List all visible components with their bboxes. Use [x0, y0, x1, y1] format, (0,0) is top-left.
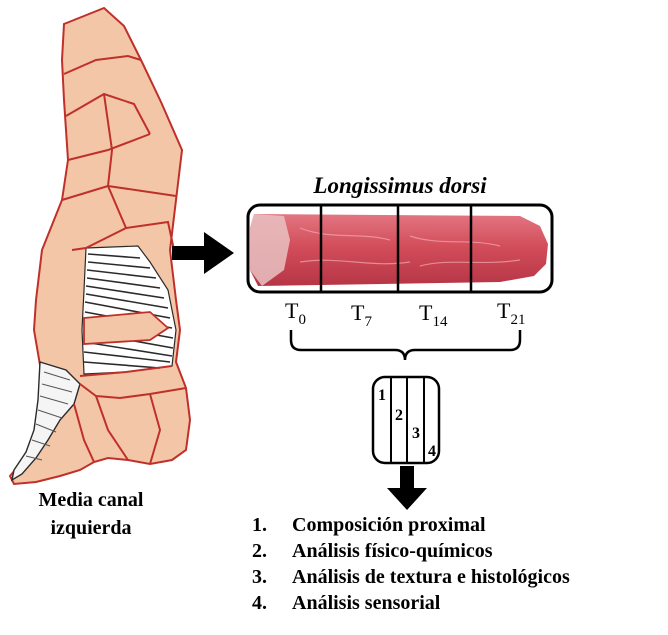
sample-block: 1 2 3 4 [373, 377, 439, 463]
time-label-t7: T7 [351, 300, 372, 330]
time-label-t14: T14 [419, 300, 448, 330]
time-label-t21: T21 [497, 298, 525, 328]
analysis-label: Análisis físico-químicos [292, 538, 493, 564]
half-carcass-illustration [10, 8, 190, 484]
analysis-item: 4. Análisis sensorial [252, 590, 570, 616]
analysis-item: 3. Análisis de textura e histológicos [252, 564, 570, 590]
analysis-number: 4. [252, 590, 292, 616]
analysis-label: Análisis de textura e histológicos [292, 564, 570, 590]
analysis-number: 2. [252, 538, 292, 564]
analysis-item: 2. Análisis físico-químicos [252, 538, 570, 564]
sample-section-3: 3 [412, 425, 420, 442]
analysis-number: 1. [252, 512, 292, 538]
sample-section-2: 2 [395, 407, 403, 424]
carcass-caption-line2: izquierda [10, 514, 172, 542]
carcass-caption-line1: Media canal [10, 486, 172, 514]
carcass-caption: Media canal izquierda [10, 486, 172, 542]
arrow-right [172, 232, 234, 274]
analysis-list: 1. Composición proximal 2. Análisis físi… [252, 512, 570, 616]
grouping-brace [291, 330, 520, 360]
sample-section-4: 4 [428, 443, 436, 460]
arrow-down [387, 466, 427, 510]
analysis-item: 1. Composición proximal [252, 512, 570, 538]
analysis-number: 3. [252, 564, 292, 590]
muscle-title: Longissimus dorsi [312, 173, 487, 198]
time-labels: T0 T7 T14 T21 [285, 298, 525, 330]
analysis-label: Composición proximal [292, 512, 486, 538]
time-label-t0: T0 [285, 298, 306, 328]
analysis-label: Análisis sensorial [292, 590, 440, 616]
sample-section-1: 1 [378, 387, 386, 404]
